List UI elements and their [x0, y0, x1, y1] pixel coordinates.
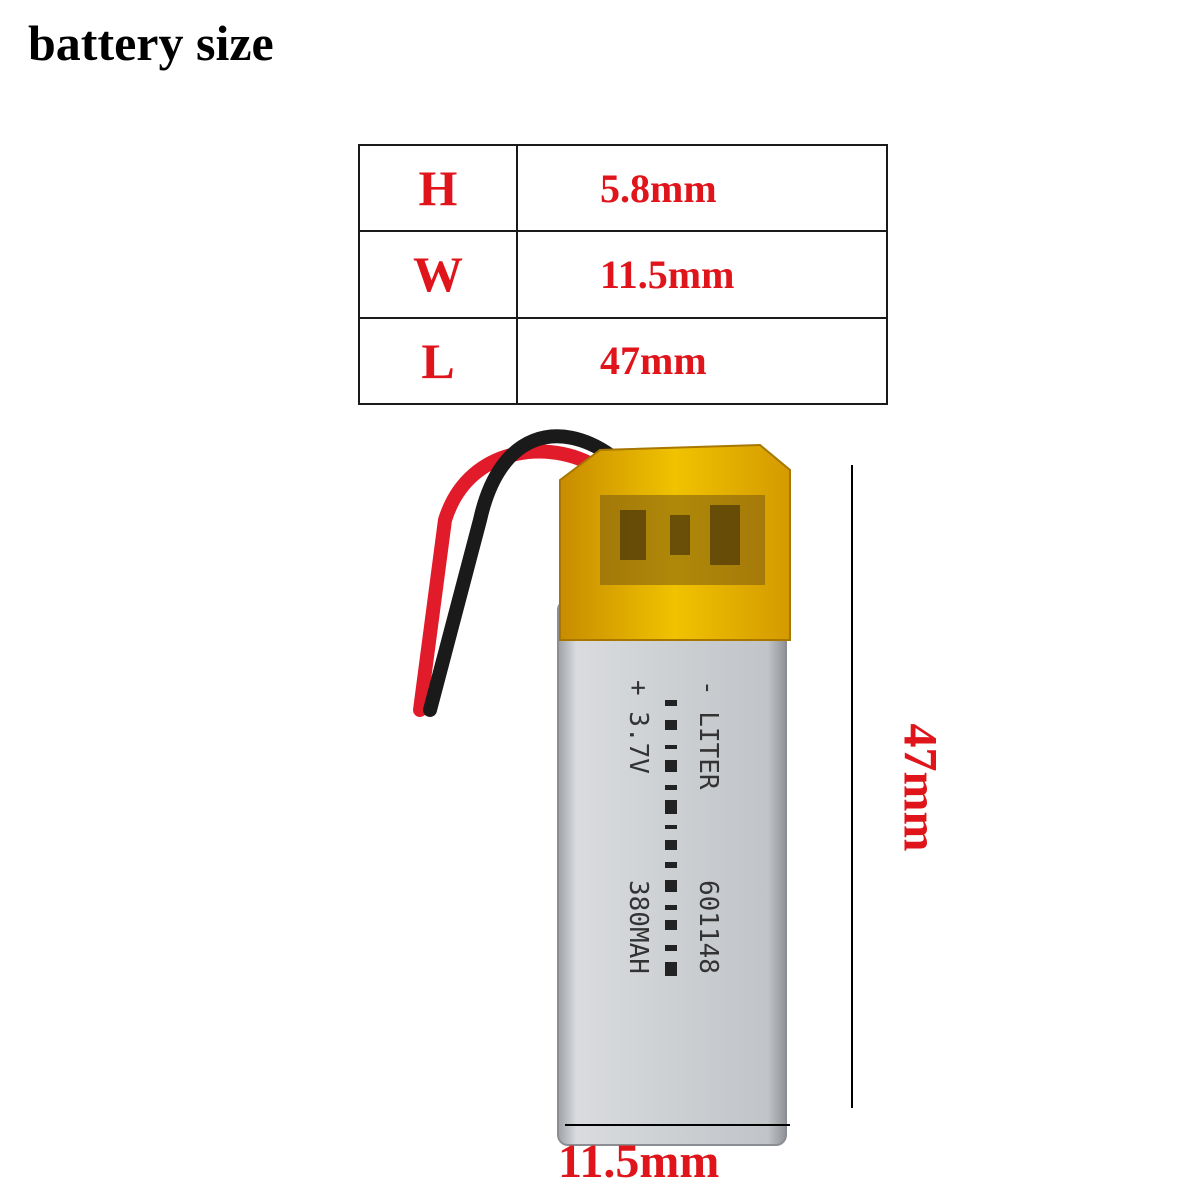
- table-row: L 47mm: [358, 316, 888, 406]
- width-dimension-label: 11.5mm: [558, 1135, 720, 1188]
- dimension-key: W: [358, 230, 518, 319]
- barcode: [665, 700, 677, 976]
- table-row: H 5.8mm: [358, 143, 888, 233]
- dimension-value: 11.5mm: [516, 230, 888, 319]
- dimension-key: L: [358, 316, 518, 406]
- dimension-value: 47mm: [516, 316, 888, 406]
- dimension-key: H: [358, 143, 518, 233]
- battery-text-capacity: 380MAH: [623, 880, 653, 974]
- battery-text-model: 601148: [693, 880, 723, 974]
- dimensions-table: H 5.8mm W 11.5mm L 47mm: [358, 143, 888, 406]
- page-title: battery size: [28, 15, 274, 71]
- length-dimension-label: 47mm: [893, 723, 947, 852]
- battery-body: [557, 599, 787, 1146]
- table-row: W 11.5mm: [358, 230, 888, 319]
- dimension-value: 5.8mm: [516, 143, 888, 233]
- black-wire: [423, 429, 617, 717]
- battery-text-plus: + 3.7V: [623, 680, 653, 774]
- battery-text-minus: - LITER: [693, 680, 723, 790]
